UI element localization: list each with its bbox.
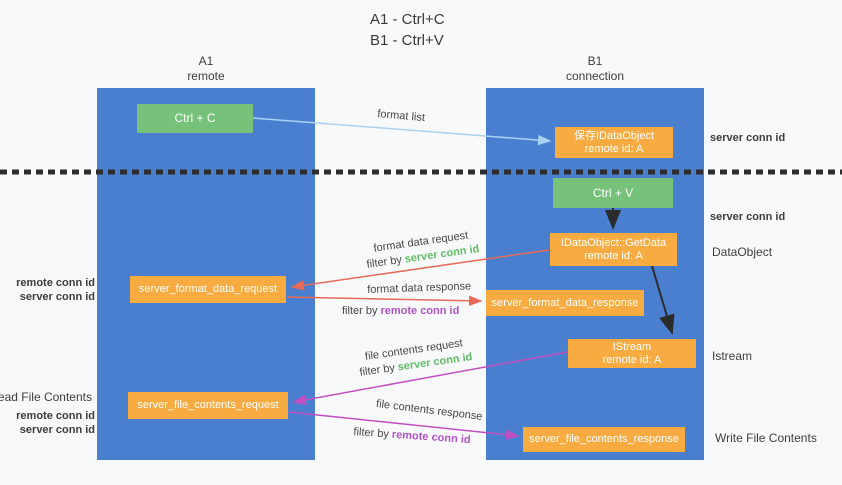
side-label-server-conn-id-top: server conn id (710, 132, 786, 144)
node-idataobject-getdata: IDataObject::GetData remote id: A (550, 233, 677, 266)
title-line-b1: B1 - Ctrl+V (370, 32, 444, 49)
node-server-file-contents-request: server_file_contents_request (128, 392, 288, 419)
node-save-idataobject-line1: 保存IDataObject (573, 129, 655, 142)
diagram-title: A1 - Ctrl+C B1 - Ctrl+V (370, 9, 445, 51)
side-label-write-file-contents: Write File Contents (715, 431, 817, 445)
node-istream-line1: IStream (612, 340, 652, 353)
label-filter-by: filter by (342, 305, 378, 317)
node-getdata-line1: IDataObject::GetData (560, 236, 667, 249)
arrow-format-data-request (290, 249, 550, 291)
node-ctrl-v: Ctrl + V (553, 178, 673, 208)
side-label-remote-conn-id-2: remote conn id (16, 410, 95, 422)
lane-a1-subtitle: remote (187, 69, 225, 83)
side-label-read-file-contents: Read File Contents (0, 390, 92, 404)
node-save-idataobject-line2: remote id: A (584, 142, 644, 155)
label-remote-conn-id: remote conn id (380, 305, 460, 317)
label-filter-by: filter by (358, 361, 396, 379)
side-label-istream: Istream (712, 349, 753, 363)
arrow-file-contents-response (288, 411, 520, 440)
lane-a1-name: A1 (198, 54, 214, 68)
node-format-response-label: server_format_data_response (491, 296, 639, 309)
node-save-idataobject: 保存IDataObject remote id: A (555, 127, 673, 158)
side-label-server-conn-id-mid: server conn id (710, 211, 786, 223)
node-server-file-contents-response: server_file_contents_response (523, 427, 685, 452)
node-istream-line2: remote id: A (602, 353, 662, 366)
arrow-format-data-response (286, 295, 483, 307)
lane-header-a1: A1 remote (97, 54, 315, 84)
node-getdata-line2: remote id: A (584, 249, 643, 262)
node-ctrl-c: Ctrl + C (137, 104, 253, 133)
side-label-server-conn-id-2: server conn id (19, 424, 95, 436)
title-line-a1: A1 - Ctrl+C (370, 11, 445, 28)
node-format-request-label: server_format_data_request (138, 283, 278, 295)
side-label-dataobject: DataObject (712, 245, 773, 259)
arrow-file-contents-request (292, 351, 568, 406)
arrow-format-list (252, 117, 552, 146)
lane-header-b1: B1 connection (486, 54, 704, 84)
node-file-response-label: server_file_contents_response (529, 433, 679, 445)
arrow-getdata-to-istream (651, 265, 675, 335)
label-filter-by: filter by (353, 425, 390, 441)
side-label-server-conn-id-1: server conn id (19, 291, 95, 303)
node-ctrl-v-label: Ctrl + V (592, 185, 634, 200)
label-filter-by: filter by (365, 253, 403, 271)
node-server-format-data-request: server_format_data_request (130, 276, 286, 303)
node-istream: IStream remote id: A (568, 339, 696, 368)
side-label-remote-conn-id-1: remote conn id (16, 277, 95, 289)
node-server-format-data-response: server_format_data_response (486, 290, 644, 316)
node-file-request-label: server_file_contents_request (137, 399, 279, 411)
lane-b1-subtitle: connection (565, 69, 625, 83)
lane-b1-name: B1 (587, 54, 603, 68)
node-ctrl-c-label: Ctrl + C (174, 111, 216, 125)
